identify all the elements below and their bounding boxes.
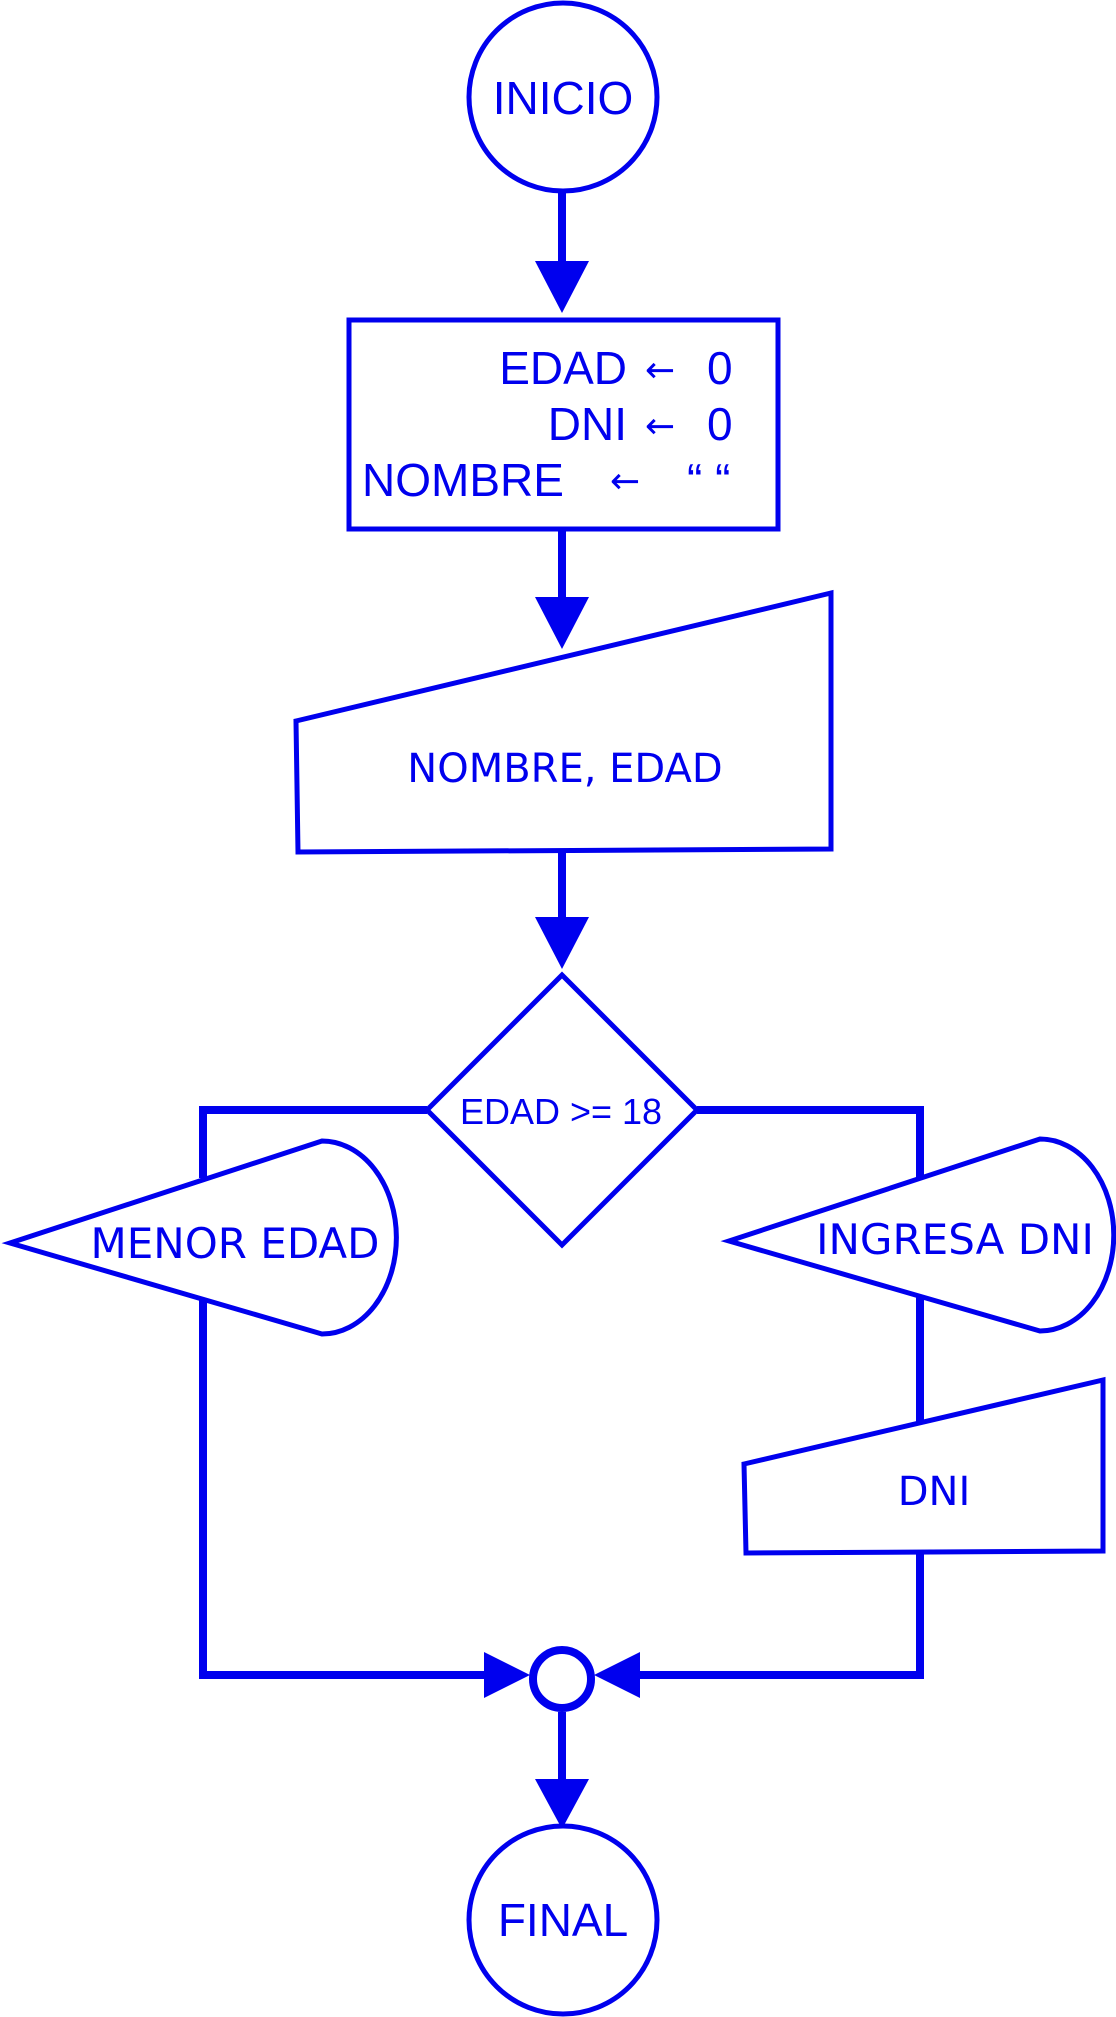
init-line3-var: NOMBRE [362, 454, 564, 506]
decision-edad: EDAD >= 18 [423, 971, 701, 1249]
decision-label: EDAD >= 18 [460, 1091, 662, 1132]
start-label: INICIO [493, 72, 634, 124]
arrowhead-join-left [484, 1652, 530, 1698]
output-menor-edad-label: MENOR EDAD [91, 1219, 380, 1268]
arrowhead-decision [535, 917, 589, 969]
input-nombre-edad: NOMBRE, EDAD [293, 589, 834, 855]
join-connector [529, 1646, 595, 1712]
arrowhead-init [535, 261, 589, 313]
output-ingresa-dni: INGRESA DNI [720, 1136, 1116, 1334]
input-dni: DNI [741, 1376, 1106, 1556]
output-menor-edad: MENOR EDAD [1, 1138, 399, 1337]
init-line2-value: 0 [707, 398, 733, 450]
init-line2-arrow: ← [645, 406, 675, 447]
connector-dni-to-join [638, 1552, 924, 1679]
arrowhead-end [535, 1779, 589, 1829]
init-line1-arrow: ← [645, 350, 675, 391]
init-line3-value: “ “ [687, 454, 730, 506]
start-terminal: INICIO [466, 0, 660, 194]
input-dni-label: DNI [898, 1469, 971, 1515]
init-process-box: EDAD ← 0 DNI ← 0 NOMBRE ← “ “ [346, 317, 781, 532]
connector-decision-left-branch [199, 1106, 427, 1178]
init-line1-value: 0 [707, 342, 733, 394]
end-label: FINAL [498, 1894, 628, 1946]
connector-decision-right-branch [697, 1106, 924, 1178]
arrowhead-join-right [594, 1652, 640, 1698]
arrowhead-input [535, 597, 589, 649]
end-terminal: FINAL [466, 1823, 660, 2017]
input-nombre-edad-label: NOMBRE, EDAD [407, 746, 722, 792]
connector-left-to-join [199, 1298, 490, 1679]
init-line1-var: EDAD [499, 342, 627, 394]
output-ingresa-dni-label: INGRESA DNI [816, 1215, 1094, 1264]
init-line2-var: DNI [548, 398, 627, 450]
init-line3-arrow: ← [610, 461, 640, 502]
connectors [199, 193, 924, 1829]
